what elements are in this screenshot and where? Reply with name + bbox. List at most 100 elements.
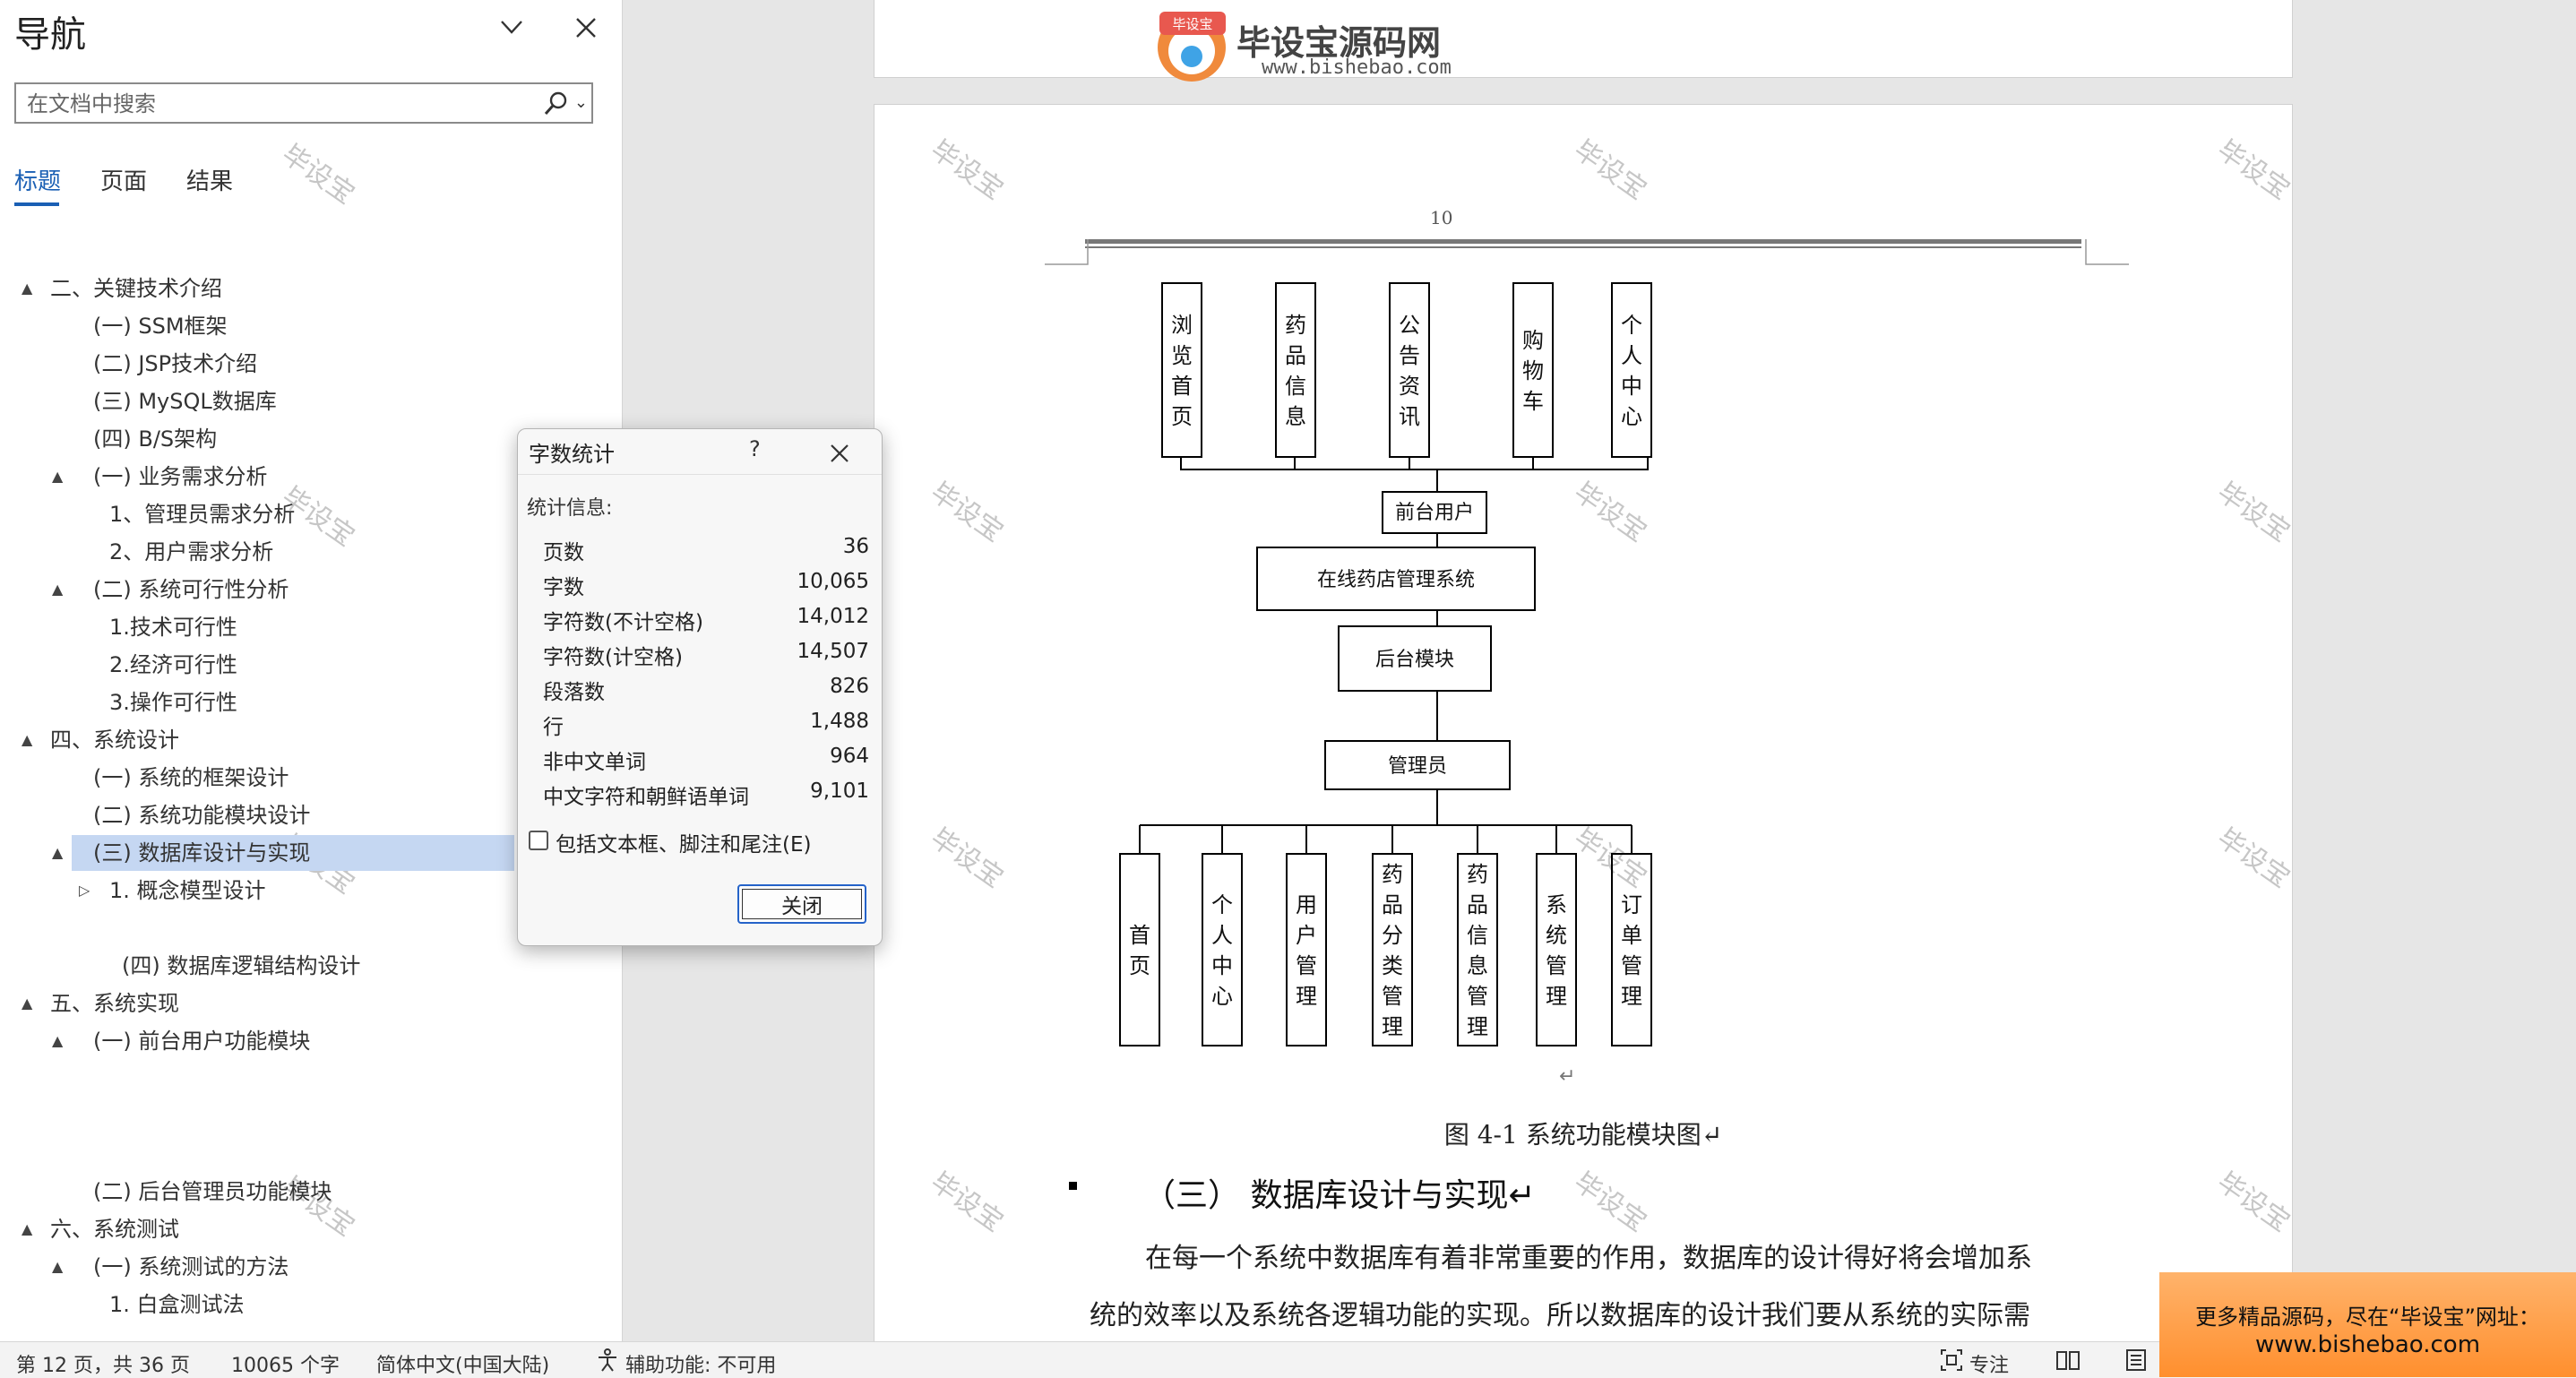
header-rule (1085, 239, 2081, 244)
nav-heading-item[interactable]: 二、关键技术介绍 (50, 276, 222, 301)
nav-heading-item[interactable]: (四) 数据库逻辑结构设计 (122, 953, 361, 978)
collapse-triangle-icon[interactable]: ▲ (22, 731, 33, 748)
nav-heading-item[interactable]: 2、用户需求分析 (109, 539, 274, 564)
accessibility-status[interactable]: 辅助功能: 不可用 (625, 1355, 777, 1377)
collapse-triangle-icon[interactable]: ▲ (52, 844, 64, 861)
nav-heading-item[interactable]: (一) 系统测试的方法 (93, 1254, 289, 1279)
nav-heading-item[interactable]: 1.技术可行性 (109, 615, 237, 640)
nav-heading-item[interactable]: (二) 后台管理员功能模块 (93, 1179, 332, 1204)
nav-heading-item[interactable]: (二) 系统可行性分析 (93, 577, 289, 602)
collapse-triangle-icon[interactable]: ▲ (22, 280, 33, 297)
include-textboxes-checkbox[interactable] (529, 831, 548, 850)
collapse-triangle-icon[interactable]: ▲ (52, 1258, 64, 1275)
chevron-down-icon[interactable] (498, 13, 525, 48)
close-icon[interactable] (826, 433, 853, 474)
nav-heading-item[interactable]: 1. 白盒测试法 (109, 1292, 245, 1317)
nav-title: 导航 (14, 14, 86, 56)
backend-module-label: 类 (1382, 953, 1403, 978)
front-module-label: 个 (1621, 313, 1642, 338)
collapse-triangle-icon[interactable]: ▲ (22, 1220, 33, 1237)
backend-module-label: 户 (1296, 923, 1317, 948)
backend-module-label: 管 (1621, 953, 1642, 978)
logo-site-name: 毕设宝源码网 (1236, 23, 1442, 63)
backend-label: 后台模块 (1375, 649, 1454, 671)
nav-heading-item[interactable]: (一) SSM框架 (93, 314, 228, 339)
nav-heading-item[interactable]: 五、系统实现 (50, 991, 179, 1016)
backend-module-label: 中 (1211, 953, 1233, 978)
document-area[interactable]: 毕设宝 毕设宝源码网 www.bishebao.com 毕设宝 毕设宝 毕设宝 … (623, 0, 2576, 1341)
backend-module-label: 理 (1621, 984, 1642, 1009)
nav-heading-item-selected[interactable]: (三) 数据库设计与实现 (72, 835, 514, 871)
backend-module-label: 药 (1467, 862, 1488, 887)
logo-badge-text: 毕设宝 (1172, 16, 1212, 32)
stat-value: 1,488 (810, 710, 869, 733)
promo-url[interactable]: www.bishebao.com (2254, 1331, 2481, 1358)
nav-heading-item[interactable]: 六、系统测试 (50, 1217, 179, 1242)
nav-heading-item[interactable]: 四、系统设计 (50, 728, 179, 753)
document-page[interactable]: 毕设宝 毕设宝 毕设宝 毕设宝 毕设宝 毕设宝 毕设宝 毕设宝 毕设宝 毕设宝 … (874, 104, 2296, 1341)
promo-banner[interactable]: 更多精品源码，尽在“毕设宝”网址： www.bishebao.com (2159, 1272, 2576, 1377)
backend-module-label: 单 (1621, 923, 1642, 948)
header-rule (1085, 246, 2081, 248)
nav-heading-item[interactable]: (三) MySQL数据库 (93, 389, 277, 414)
collapse-triangle-icon[interactable]: ▲ (22, 995, 33, 1012)
backend-module-label: 药 (1382, 862, 1403, 887)
nav-heading-item[interactable]: (二) JSP技术介绍 (93, 351, 258, 376)
search-options-chevron-icon[interactable]: ⌄ (573, 93, 588, 112)
tab-pages[interactable]: 页面 (100, 168, 148, 195)
accessibility-icon[interactable] (595, 1348, 620, 1378)
search-icon[interactable] (543, 90, 570, 116)
backend-module-label: 理 (1546, 984, 1567, 1009)
section-heading: （三） 数据库设计与实现↵ (1143, 1177, 1536, 1214)
search-input[interactable] (25, 84, 548, 124)
close-button[interactable]: 关闭 (737, 884, 866, 924)
collapse-triangle-icon[interactable]: ▲ (52, 468, 64, 485)
backend-module-label: 统 (1546, 923, 1567, 948)
stats-label: 统计信息: (527, 497, 613, 520)
word-count-status[interactable]: 10065 个字 (231, 1355, 340, 1377)
expand-triangle-icon[interactable]: ▷ (79, 882, 90, 899)
nav-heading-item[interactable]: (四) B/S架构 (93, 426, 218, 452)
include-textboxes-label[interactable]: 包括文本框、脚注和尾注(E) (556, 833, 812, 857)
stat-row: 中文字符和朝鲜语单词 9,101 (543, 779, 869, 810)
help-button[interactable]: ? (749, 436, 761, 461)
front-module-label: 公 (1399, 313, 1420, 338)
page-count-status[interactable]: 第 12 页，共 36 页 (16, 1355, 190, 1377)
tab-headings[interactable]: 标题 (14, 168, 62, 195)
backend-module-label: 管 (1546, 953, 1567, 978)
backend-module-label: 理 (1382, 1014, 1403, 1039)
backend-module-label: 管 (1382, 984, 1403, 1009)
front-module-label: 浏 (1171, 313, 1193, 338)
nav-heading-item[interactable]: (一) 系统的框架设计 (93, 765, 289, 790)
nav-heading-item[interactable]: (二) 系统功能模块设计 (93, 803, 311, 828)
backend-module-label: 信 (1467, 923, 1488, 948)
nav-heading-item[interactable]: (一) 业务需求分析 (93, 464, 268, 489)
read-mode-icon[interactable] (2055, 1348, 2081, 1378)
front-module-label: 首 (1171, 374, 1193, 399)
collapse-triangle-icon[interactable]: ▲ (52, 581, 64, 598)
stat-value: 14,507 (797, 640, 869, 663)
nav-heading-item[interactable]: 1、管理员需求分析 (109, 502, 296, 527)
stat-row: 字符数(不计空格) 14,012 (543, 605, 869, 635)
backend-module-label: 品 (1382, 892, 1403, 917)
collapse-triangle-icon[interactable]: ▲ (52, 1032, 64, 1049)
language-status[interactable]: 简体中文(中国大陆) (376, 1355, 550, 1377)
search-box[interactable]: ⌄ (14, 82, 593, 124)
focus-mode-button[interactable]: 专注 (1969, 1355, 2010, 1377)
nav-heading-item[interactable]: 2.经济可行性 (109, 652, 237, 677)
stat-row: 页数 36 (543, 535, 869, 565)
front-module-label: 药 (1285, 313, 1306, 338)
nav-heading-item[interactable]: 3.操作可行性 (109, 690, 237, 715)
active-tab-indicator (14, 202, 59, 206)
front-module-label: 页 (1171, 404, 1193, 429)
nav-heading-item[interactable]: 1. 概念模型设计 (109, 878, 266, 903)
print-layout-icon[interactable] (2124, 1348, 2149, 1378)
close-icon[interactable] (573, 13, 599, 48)
front-user-label: 前台用户 (1395, 502, 1474, 524)
focus-mode-icon[interactable] (1939, 1348, 1964, 1378)
nav-heading-item[interactable]: (一) 前台用户功能模块 (93, 1029, 311, 1054)
word-count-dialog[interactable]: 字数统计 ? 统计信息: 页数 36 字数 10,065 字符数(不计空格) 1… (517, 428, 883, 946)
tab-results[interactable]: 结果 (186, 168, 234, 195)
logo-url: www.bishebao.com (1262, 56, 1452, 79)
